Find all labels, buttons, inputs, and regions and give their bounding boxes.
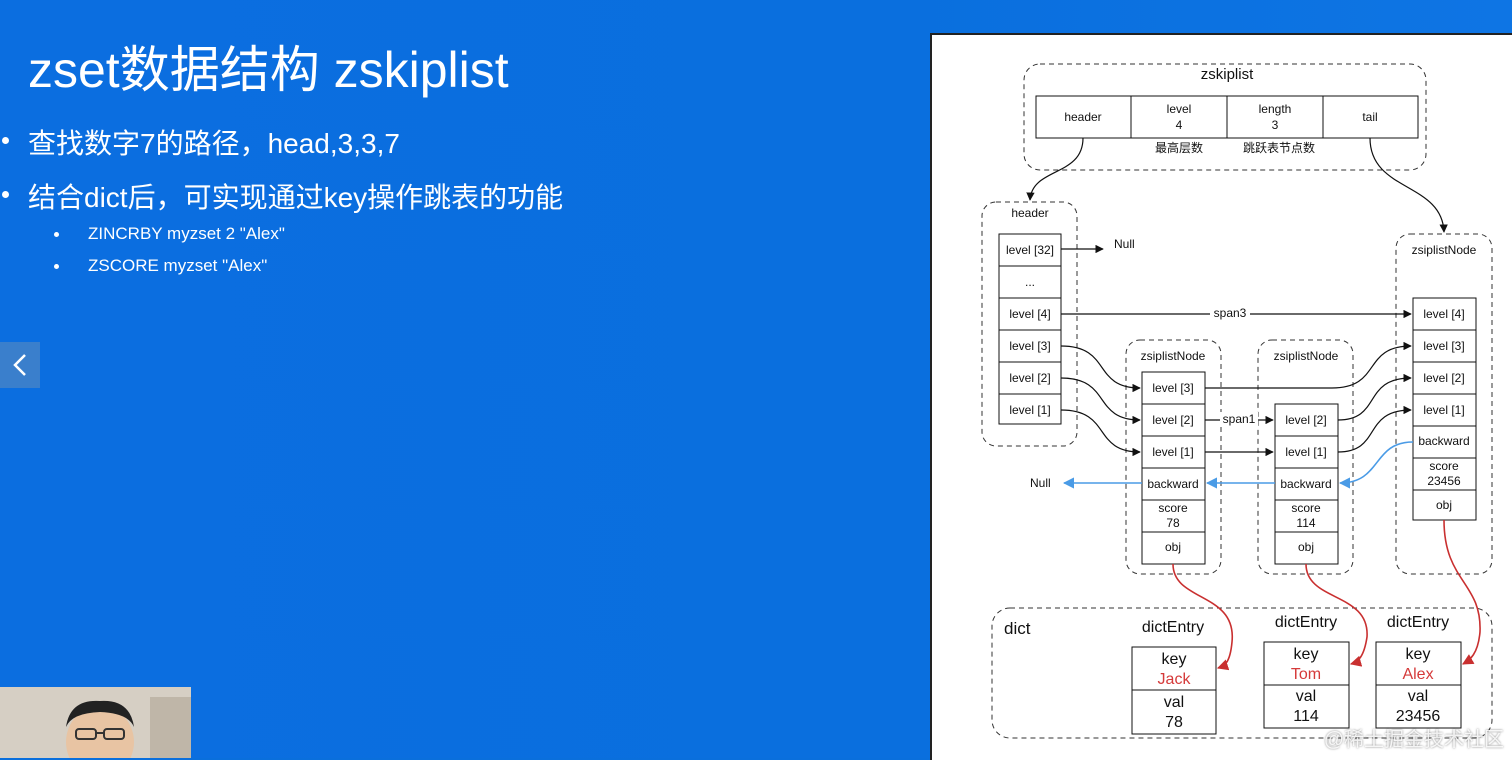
header-pointer-arrow [1026,137,1084,201]
zskiplist-header-cell: header [1064,110,1101,124]
node-78-level-2: level [2] [1152,413,1193,427]
zskiplist-title: zskiplist [1201,66,1254,83]
watermark: @稀土掘金技术社区 [1323,729,1504,751]
node-78-score: 78 [1166,516,1180,530]
node-78-obj: obj [1165,540,1181,554]
node-114-container [1257,339,1354,575]
zskiplist-length-value: 3 [1272,118,1279,132]
tail-pointer-arrow [1369,137,1448,233]
dict-entry-jack-val: 78 [1165,714,1183,731]
diagram-canvas: zskiplist header level 4 length 3 tail 最… [981,63,1493,739]
node-114-score-label: score [1291,501,1321,515]
node-114-title: zsiplistNode [1274,349,1339,363]
header-level-2: level [2] [1009,371,1050,385]
node-23456-obj: obj [1436,498,1452,512]
header-level-ellipsis: ... [1025,275,1035,289]
node-78-level-1: level [1] [1152,445,1193,459]
node-23456-score: 23456 [1427,474,1461,488]
header-level-32: level [32] [1006,243,1054,257]
dict-entry-jack-val-label: val [1164,694,1184,711]
dict-entry-tom-val-label: val [1296,688,1316,705]
dict-entry-alex-key: Alex [1402,666,1433,683]
node-23456-backward: backward [1418,434,1469,448]
sub-bullet-1: ZINCRBY myzset 2 "Alex" [54,224,285,243]
dict-entry-jack [1131,646,1217,735]
zskiplist-level-value: 4 [1176,118,1183,132]
node-23456-title: zsiplistNode [1412,243,1477,257]
node-114-level-2: level [2] [1285,413,1326,427]
node-23456-level-4: level [4] [1423,307,1464,321]
obj-to-dict-arrows [1172,519,1481,671]
dict-entry-tom [1263,641,1350,729]
chevron-left-icon [13,354,26,376]
prev-slide-button[interactable] [0,342,40,388]
forward-pointer-arrows [1060,309,1412,457]
level32-null-label: Null [1114,237,1135,251]
header-level-1: level [1] [1009,403,1050,417]
dict-entry-alex-val: 23456 [1396,708,1441,725]
node-78-backward: backward [1147,477,1198,491]
bullet-2: 结合dict后，可实现通过key操作跳表的功能 [1,176,563,216]
node-114-score: 114 [1296,516,1315,530]
sub-bullet-2: ZSCORE myzset "Alex" [53,256,268,275]
node-78-level-3: level [3] [1152,381,1193,395]
node-23456-cells [1412,297,1477,521]
header-level-3: level [3] [1009,339,1050,353]
node-23456-level-1: level [1] [1423,403,1464,417]
caption-max-level: 最高层数 [1155,140,1203,155]
dict-title: dict [1004,619,1031,638]
node-78-container [1125,339,1222,575]
node-78-score-label: score [1158,501,1188,515]
dict-entry-alex [1375,641,1462,729]
node-114-backward: backward [1280,477,1331,491]
dict-entry-jack-title: dictEntry [1142,619,1204,636]
dict-entry-tom-val: 114 [1293,708,1319,725]
dict-entry-alex-key-label: key [1406,646,1431,663]
node-114-level-1: level [1] [1285,445,1326,459]
backward-pointer-arrows [1062,441,1414,489]
node-78-title: zsiplistNode [1141,349,1206,363]
zskiplist-length-label: length [1259,102,1292,116]
header-node-title: header [1011,206,1048,220]
dict-entry-jack-key: Jack [1158,671,1192,688]
node-78-cells [1141,371,1206,565]
dict-entry-tom-key-label: key [1294,646,1319,663]
presenter-avatar [0,687,191,758]
dict-entry-jack-key-label: key [1162,651,1187,668]
zskiplist-diagram: zskiplist header level 4 length 3 tail 最… [930,33,1512,760]
dict-container [991,607,1493,739]
bullet-1: 查找数字7的路径，head,3,3,7 [2,122,400,162]
zskiplist-container [1023,63,1427,171]
span3-label: span3 [1214,306,1247,320]
node-23456-container [1395,233,1493,575]
dict-entry-tom-title: dictEntry [1275,614,1337,631]
dict-entry-alex-val-label: val [1408,688,1428,705]
dict-entry-alex-title: dictEntry [1387,614,1449,631]
dict-entry-tom-key: Tom [1291,666,1321,683]
caption-node-count: 跳跃表节点数 [1243,140,1315,155]
header-level-4: level [4] [1009,307,1050,321]
node-114-obj: obj [1298,540,1314,554]
zskiplist-tail-cell: tail [1362,110,1377,124]
node-23456-level-3: level [3] [1423,339,1464,353]
header-node-container [981,201,1078,447]
slide-title: zset数据结构 zskiplist [28,42,509,98]
backward-null-label: Null [1030,476,1051,490]
node-23456-level-2: level [2] [1423,371,1464,385]
span1-label: span1 [1223,412,1256,426]
header-node-levels [998,233,1062,425]
presenter-webcam [0,687,191,758]
zskiplist-level-label: level [1167,102,1192,116]
node-23456-score-label: score [1429,459,1459,473]
